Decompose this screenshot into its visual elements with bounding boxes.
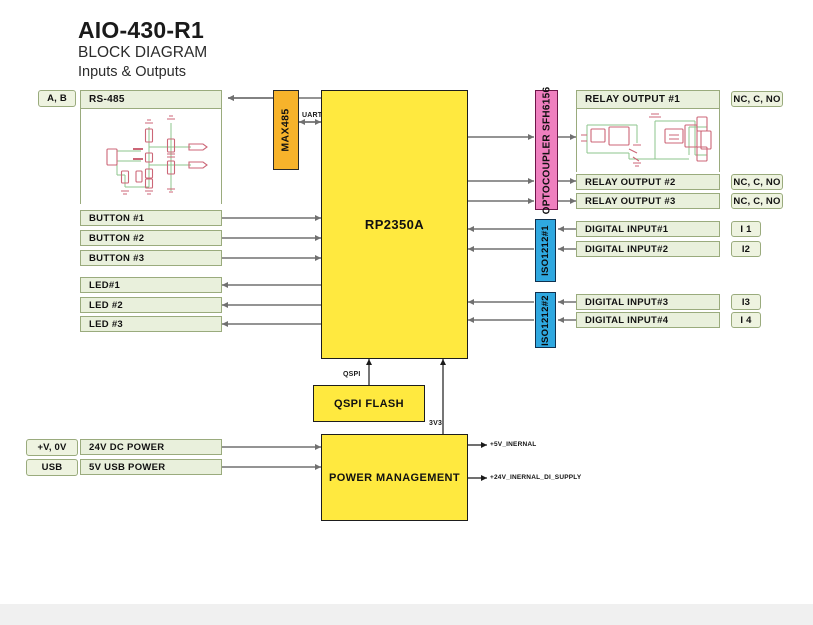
block-button-1[interactable]: BUTTON #1 [80, 210, 222, 226]
block-digital-input-2[interactable]: DIGITAL INPUT#2 [576, 241, 720, 257]
block-24v-dc-power[interactable]: 24V DC POWER [80, 439, 222, 455]
terminal-input-3[interactable]: I3 [731, 294, 761, 310]
terminal-input-2[interactable]: I2 [731, 241, 761, 257]
block-relay-output-1[interactable]: RELAY OUTPUT #1 [576, 90, 720, 176]
block-5v-usb-power[interactable]: 5V USB POWER [80, 459, 222, 475]
terminal-ab[interactable]: A, B [38, 90, 76, 107]
block-rs485-title: RS-485 [81, 91, 221, 109]
relay-schematic-icon [581, 113, 712, 167]
bus-label-3v3: 3V3 [429, 420, 443, 427]
page-subtitle-2: Inputs & Outputs [78, 64, 187, 81]
diagram-title-block: AIO-430-R1 BLOCK DIAGRAM Inputs & Output… [78, 18, 207, 82]
block-digital-input-4[interactable]: DIGITAL INPUT#4 [576, 312, 720, 328]
bus-label-uart: UART [302, 112, 323, 119]
terminal-relay-3[interactable]: NC, C, NO [731, 193, 783, 209]
block-led-2[interactable]: LED #2 [80, 297, 222, 313]
block-digital-input-3[interactable]: DIGITAL INPUT#3 [576, 294, 720, 310]
bus-label-qspi: QSPI [343, 371, 361, 378]
block-relay-output-1-title: RELAY OUTPUT #1 [577, 91, 719, 109]
terminal-relay-2[interactable]: NC, C, NO [731, 174, 783, 190]
rs485-schematic-icon [106, 115, 208, 195]
terminal-input-1[interactable]: I 1 [731, 221, 761, 237]
block-digital-input-1[interactable]: DIGITAL INPUT#1 [576, 221, 720, 237]
block-power-management-label: POWER MANAGEMENT [328, 471, 461, 484]
terminal-power-in[interactable]: +V, 0V [26, 439, 78, 456]
block-button-3[interactable]: BUTTON #3 [80, 250, 222, 266]
rail-label-5v-internal: +5V_INERNAL [490, 441, 537, 448]
block-rp2350a[interactable]: RP2350A [321, 90, 468, 359]
block-rs485[interactable]: RS-485 [80, 90, 222, 206]
block-max485-label: MAX485 [280, 108, 293, 152]
block-led-1[interactable]: LED#1 [80, 277, 222, 293]
rs485-schematic-area [81, 109, 221, 206]
footer-strip [0, 604, 813, 625]
block-max485[interactable]: MAX485 [273, 90, 299, 170]
rail-label-24v-internal: +24V_INERNAL_DI_SUPPLY [490, 474, 582, 481]
block-optocoupler-label: OPTOCOUPLER SFH6156 [541, 86, 552, 214]
terminal-input-4[interactable]: I 4 [731, 312, 761, 328]
terminal-relay-1[interactable]: NC, C, NO [731, 91, 783, 107]
block-power-management[interactable]: POWER MANAGEMENT [321, 434, 468, 521]
block-qspi-flash[interactable]: QSPI FLASH [313, 385, 425, 422]
block-button-2[interactable]: BUTTON #2 [80, 230, 222, 246]
block-relay-output-2[interactable]: RELAY OUTPUT #2 [576, 174, 720, 190]
block-iso1212-1[interactable]: ISO1212#1 [535, 219, 556, 282]
block-relay-output-3[interactable]: RELAY OUTPUT #3 [576, 193, 720, 209]
block-iso1212-2[interactable]: ISO1212#2 [535, 292, 556, 348]
block-rp2350a-label: RP2350A [364, 217, 425, 232]
relay-schematic-area [577, 109, 719, 176]
block-qspi-flash-label: QSPI FLASH [333, 397, 404, 410]
terminal-usb[interactable]: USB [26, 459, 78, 476]
page-title: AIO-430-R1 [78, 17, 204, 43]
block-optocoupler-sfh6156[interactable]: OPTOCOUPLER SFH6156 [535, 86, 558, 214]
block-iso1212-1-label: ISO1212#1 [540, 225, 551, 276]
page-subtitle: BLOCK DIAGRAM [78, 44, 208, 62]
block-led-3[interactable]: LED #3 [80, 316, 222, 332]
block-iso1212-2-label: ISO1212#2 [540, 294, 551, 346]
